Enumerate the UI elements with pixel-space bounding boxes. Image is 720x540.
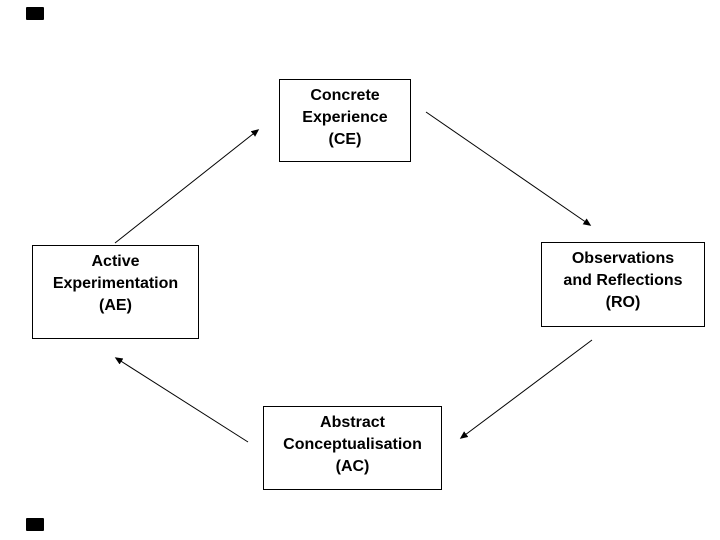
arrow-ae-to-ce (114, 129, 260, 244)
node-label-line: (AC) (335, 458, 370, 475)
node-label-line: Conceptualisation (283, 436, 422, 453)
node-label-line: (CE) (328, 131, 362, 148)
node-abstract-conceptualisation: Abstract Conceptualisation (AC) (263, 406, 442, 490)
arrow-ac-to-ae (114, 357, 249, 443)
node-label-line: Experience (302, 109, 388, 126)
node-label-line: Experimentation (52, 275, 179, 292)
node-label-line: (AE) (99, 297, 132, 314)
node-label-line: (RO) (605, 294, 641, 311)
slide-corner-mark-bottom-left (26, 518, 44, 531)
node-observations-reflections: Observations and Reflections (RO) (541, 242, 705, 327)
node-label-line: and Reflections (563, 272, 683, 289)
arrow-ce-to-ro (425, 111, 592, 226)
node-active-experimentation: Active Experimentation (AE) (32, 245, 199, 339)
arrow-ro-to-ac (459, 339, 593, 439)
node-label-line: Active (91, 253, 140, 270)
slide-corner-mark-top-left (26, 7, 44, 20)
node-concrete-experience: Concrete Experience (CE) (279, 79, 411, 162)
node-label-line: Abstract (320, 414, 385, 431)
node-label-line: Concrete (310, 87, 380, 104)
node-label-line: Observations (571, 250, 675, 267)
